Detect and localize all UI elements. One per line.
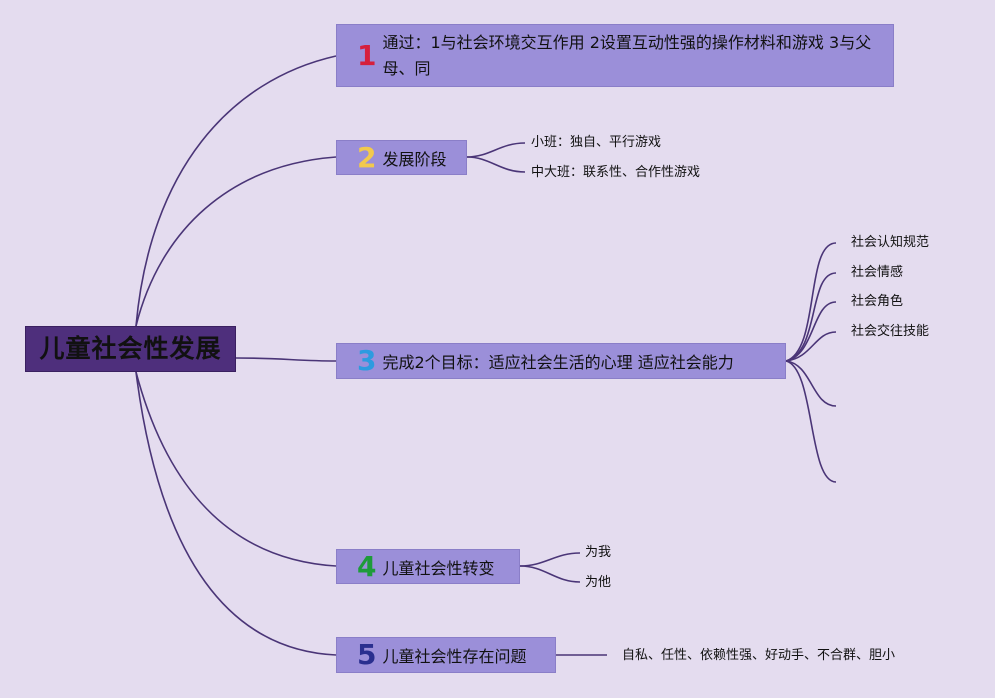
connector-topic-3-child-2 (785, 272, 837, 362)
topic-number-5: 5 (357, 638, 377, 671)
connector-topic-3-child-1 (785, 242, 837, 362)
connector-topic-3-child-3 (785, 301, 837, 362)
connector-root-topic-5 (135, 371, 337, 656)
root-label: 儿童社会性发展 (39, 334, 222, 363)
leaf-topic-4-1[interactable]: 为我 (585, 545, 612, 560)
topic-node-4[interactable]: 4 儿童社会性转变 (336, 549, 520, 584)
leaf-topic-3-2[interactable]: 社会情感 (851, 265, 904, 280)
topic-node-3[interactable]: 3 完成2个目标：适应社会生活的心理 适应社会能力 (336, 343, 786, 379)
leaf-topic-5-1[interactable]: 自私、任性、依赖性强、好动手、不合群、胆小 (622, 648, 896, 663)
topic-label-3: 完成2个目标：适应社会生活的心理 适应社会能力 (382, 353, 734, 372)
topic-number-3: 3 (357, 344, 377, 377)
leaf-topic-3-1[interactable]: 社会认知规范 (851, 235, 930, 250)
connector-root-topic-3 (235, 357, 337, 362)
connector-topic-3-child-5 (785, 360, 837, 407)
connector-topic-4-child-1 (519, 552, 581, 567)
connector-root-topic-1 (135, 55, 337, 327)
leaf-topic-3-3[interactable]: 社会角色 (851, 294, 904, 309)
topic-number-4: 4 (357, 549, 377, 583)
connector-topic-4-child-2 (519, 565, 581, 583)
leaf-topic-3-4[interactable]: 社会交往技能 (851, 324, 930, 339)
root-node[interactable]: 儿童社会性发展 (25, 326, 236, 372)
connector-root-topic-2 (135, 156, 337, 327)
topic-node-5[interactable]: 5 儿童社会性存在问题 (336, 637, 556, 673)
connector-topic-2-child-1 (466, 142, 526, 158)
topic-node-2[interactable]: 2 发展阶段 (336, 140, 467, 175)
leaf-topic-4-2[interactable]: 为他 (585, 575, 612, 590)
topic-label-5: 儿童社会性存在问题 (382, 647, 527, 666)
connector-topic-3-child-4 (785, 331, 837, 362)
leaf-topic-2-2[interactable]: 中大班：联系性、合作性游戏 (531, 165, 701, 180)
connector-root-topic-4 (135, 371, 337, 567)
topic-label-2: 发展阶段 (382, 149, 447, 169)
topic-node-1[interactable]: 1 通过：1与社会环境交互作用 2设置互动性强的操作材料和游戏 3与父母、同 (336, 24, 894, 87)
topic-label-1: 通过：1与社会环境交互作用 2设置互动性强的操作材料和游戏 3与父母、同 (382, 32, 872, 78)
topic-number-1: 1 (357, 38, 377, 72)
topic-number-2: 2 (357, 140, 377, 174)
connector-topic-3-child-6 (785, 360, 837, 483)
leaf-topic-2-1[interactable]: 小班：独自、平行游戏 (531, 135, 662, 150)
topic-label-4: 儿童社会性转变 (382, 558, 495, 578)
connector-topic-2-child-2 (466, 156, 526, 173)
